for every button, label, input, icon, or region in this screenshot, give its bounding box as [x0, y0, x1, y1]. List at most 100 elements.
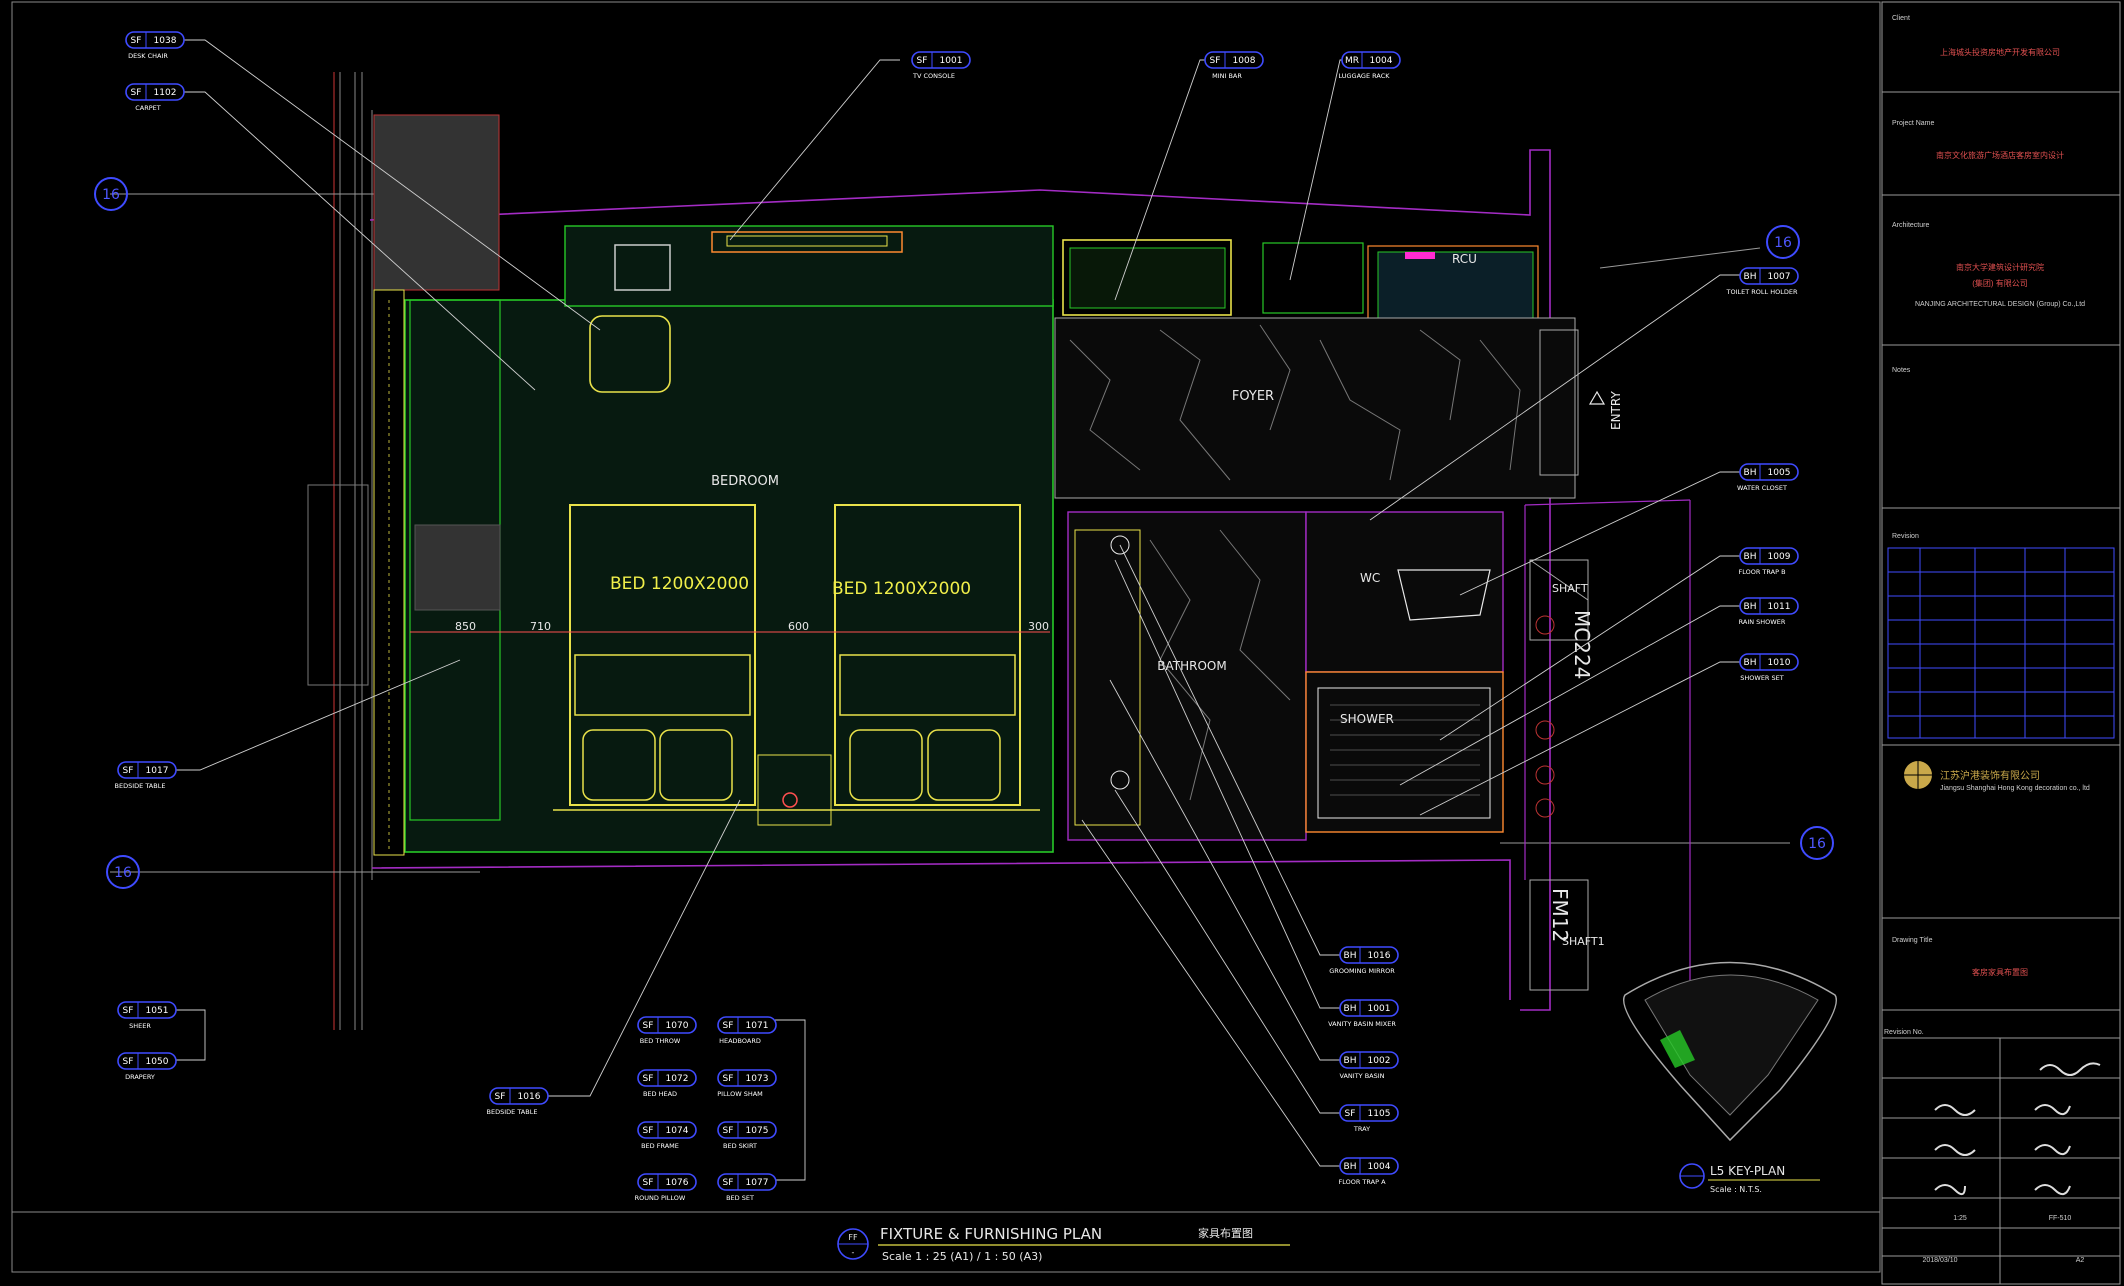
- minibar-area: RCU: [1062, 239, 1539, 323]
- grid-bubble: 16: [106, 855, 140, 889]
- svg-text:GROOMING MIRROR: GROOMING MIRROR: [1329, 967, 1395, 975]
- svg-text:SF: SF: [123, 1006, 134, 1016]
- grid-bubble: 16: [1766, 225, 1800, 259]
- svg-text:2018/03/10: 2018/03/10: [1922, 1257, 1957, 1264]
- svg-text:1071: 1071: [746, 1021, 769, 1031]
- svg-text:1001: 1001: [940, 56, 963, 66]
- room-label-shower: SHOWER: [1340, 712, 1394, 726]
- plan-title: FIXTURE & FURNISHING PLAN: [880, 1225, 1102, 1243]
- svg-text:SF: SF: [723, 1074, 734, 1084]
- svg-text:SF: SF: [643, 1021, 654, 1031]
- svg-text:BH: BH: [1744, 602, 1757, 612]
- svg-text:850: 850: [455, 620, 476, 633]
- svg-text:BH: BH: [1344, 1056, 1357, 1066]
- signature-icon: [1934, 1062, 2101, 1196]
- svg-text:BED SKIRT: BED SKIRT: [723, 1142, 757, 1150]
- structural-column: [373, 114, 500, 291]
- grid-bubble: 16: [94, 177, 128, 211]
- svg-text:600: 600: [788, 620, 809, 633]
- svg-text:MR: MR: [1345, 56, 1359, 66]
- svg-text:-: -: [852, 1248, 855, 1257]
- leader-lines: [174, 39, 1740, 1181]
- svg-text:南京文化旅游广场酒店客房室内设计: 南京文化旅游广场酒店客房室内设计: [1936, 150, 2064, 160]
- bathroom-area: BATHROOM WC SHOWER: [1067, 511, 1504, 841]
- svg-text:DESK CHAIR: DESK CHAIR: [128, 52, 168, 60]
- svg-text:SHEER: SHEER: [129, 1022, 151, 1030]
- svg-text:BED THROW: BED THROW: [640, 1037, 681, 1045]
- svg-text:710: 710: [530, 620, 551, 633]
- svg-text:BH: BH: [1744, 552, 1757, 562]
- svg-text:1102: 1102: [154, 88, 177, 98]
- tv-console: [711, 231, 903, 253]
- svg-text:1010: 1010: [1768, 658, 1791, 668]
- svg-text:SF: SF: [123, 1057, 134, 1067]
- svg-text:1001: 1001: [1368, 1004, 1391, 1014]
- svg-text:Drawing Title: Drawing Title: [1892, 937, 1933, 944]
- svg-text:NANJING ARCHITECTURAL DESIGN (: NANJING ARCHITECTURAL DESIGN (Group) Co.…: [1915, 301, 2085, 308]
- bed-label: BED 1200X2000: [832, 579, 971, 599]
- svg-text:MC224: MC224: [1570, 610, 1594, 679]
- svg-text:L5 KEY-PLAN: L5 KEY-PLAN: [1710, 1164, 1785, 1178]
- svg-text:300: 300: [1028, 620, 1049, 633]
- desk-chair: [589, 315, 671, 393]
- svg-text:TRAY: TRAY: [1353, 1125, 1370, 1133]
- svg-text:1050: 1050: [146, 1057, 169, 1067]
- svg-text:Notes: Notes: [1892, 367, 1911, 374]
- svg-text:LUGGAGE RACK: LUGGAGE RACK: [1338, 72, 1390, 80]
- svg-text:BH: BH: [1744, 468, 1757, 478]
- svg-text:CARPET: CARPET: [135, 104, 161, 112]
- svg-text:1072: 1072: [666, 1074, 689, 1084]
- svg-text:1009: 1009: [1768, 552, 1791, 562]
- svg-text:BEDSIDE TABLE: BEDSIDE TABLE: [115, 782, 166, 790]
- svg-text:BED SET: BED SET: [726, 1194, 754, 1202]
- svg-text:家具布置图: 家具布置图: [1198, 1226, 1253, 1240]
- key-plan: L5 KEY-PLAN Scale : N.T.S.: [1623, 961, 1837, 1194]
- svg-text:1017: 1017: [146, 766, 169, 776]
- svg-text:SF: SF: [131, 88, 142, 98]
- svg-text:SF: SF: [495, 1092, 506, 1102]
- svg-text:BED HEAD: BED HEAD: [643, 1090, 677, 1098]
- svg-text:SF: SF: [131, 36, 142, 46]
- svg-text:1:25: 1:25: [1953, 1215, 1967, 1222]
- svg-text:HEADBOARD: HEADBOARD: [719, 1037, 761, 1045]
- svg-text:FF: FF: [848, 1233, 858, 1242]
- svg-text:1075: 1075: [746, 1126, 769, 1136]
- room-label-foyer: FOYER: [1232, 389, 1274, 404]
- drawing-title: FF - FIXTURE & FURNISHING PLAN 家具布置图 Sca…: [837, 1225, 1290, 1263]
- svg-text:1073: 1073: [746, 1074, 769, 1084]
- svg-text:FLOOR TRAP B: FLOOR TRAP B: [1738, 568, 1785, 576]
- svg-text:1077: 1077: [746, 1178, 769, 1188]
- svg-text:1051: 1051: [146, 1006, 169, 1016]
- svg-text:1011: 1011: [1768, 602, 1791, 612]
- svg-text:Client: Client: [1892, 15, 1910, 22]
- svg-text:TV CONSOLE: TV CONSOLE: [912, 72, 955, 80]
- svg-text:1038: 1038: [154, 36, 177, 46]
- svg-text:Jiangsu Shanghai Hong Kong dec: Jiangsu Shanghai Hong Kong decoration co…: [1940, 785, 2090, 792]
- svg-text:BH: BH: [1344, 951, 1357, 961]
- svg-text:1074: 1074: [666, 1126, 689, 1136]
- shaft: SHAFT1 FM12: [1529, 879, 1605, 991]
- bedroom-area: [373, 225, 1054, 856]
- svg-text:BH: BH: [1344, 1162, 1357, 1172]
- title-block: Client 上海城头投资房地产开发有限公司 Project Name 南京文化…: [1881, 1, 2121, 1285]
